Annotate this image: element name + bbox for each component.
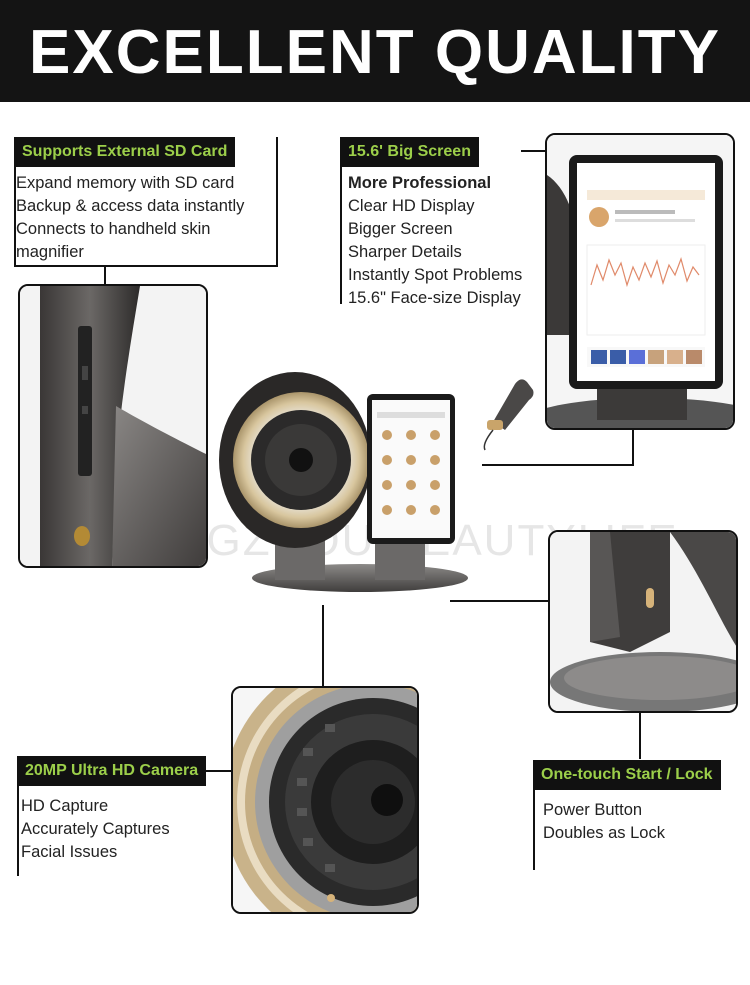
page-title: EXCELLENT QUALITY — [29, 18, 721, 87]
callout-line — [639, 711, 641, 759]
sd-slot-photo — [18, 284, 208, 568]
power-tag: One-touch Start / Lock — [533, 760, 721, 790]
camera-line: Facial Issues — [21, 843, 118, 861]
big-screen-line: Bigger Screen — [348, 220, 453, 238]
big-screen-line: Clear HD Display — [348, 197, 475, 215]
callout-line — [14, 137, 16, 267]
big-screen-description: More Professional Clear HD Display Bigge… — [348, 172, 522, 310]
skin-analyzer-device — [219, 372, 534, 592]
callout-line — [198, 770, 232, 772]
sd-slot-illustration — [20, 286, 206, 566]
callout-line — [104, 265, 106, 287]
big-screen-line: 15.6" Face-size Display — [348, 289, 521, 307]
big-screen-photo — [545, 133, 735, 430]
power-button-photo — [548, 530, 738, 713]
sd-card-description: Expand memory with SD card Backup & acce… — [16, 172, 244, 264]
callout-line — [17, 756, 19, 876]
power-line: Doubles as Lock — [543, 824, 665, 842]
callout-line — [482, 464, 634, 466]
callout-line — [632, 428, 634, 466]
camera-illustration — [233, 688, 417, 912]
sd-card-line: Connects to handheld skin — [16, 220, 211, 238]
sd-card-tag: Supports External SD Card — [14, 137, 236, 167]
tablet-illustration — [547, 135, 733, 428]
big-screen-line: Instantly Spot Problems — [348, 266, 523, 284]
big-screen-tag: 15.6' Big Screen — [340, 137, 479, 167]
callout-line — [450, 600, 550, 602]
callout-line — [322, 605, 324, 687]
power-line: Power Button — [543, 801, 643, 819]
camera-line: HD Capture — [21, 797, 109, 815]
callout-line — [340, 137, 342, 304]
sd-card-line: magnifier — [16, 243, 84, 261]
power-description: Power Button Doubles as Lock — [543, 799, 665, 845]
callout-line — [521, 150, 547, 152]
button-icon — [74, 526, 90, 546]
camera-description: HD Capture Accurately Captures Facial Is… — [21, 795, 170, 864]
camera-tag: 20MP Ultra HD Camera — [17, 756, 207, 786]
camera-line: Accurately Captures — [21, 820, 170, 838]
camera-photo — [231, 686, 419, 914]
big-screen-line: Sharper Details — [348, 243, 462, 261]
sd-card-line: Backup & access data instantly — [16, 197, 245, 215]
power-button-icon — [646, 588, 654, 608]
callout-line — [14, 265, 278, 267]
power-button-illustration — [550, 532, 736, 711]
callout-line — [276, 137, 278, 267]
callout-line — [533, 760, 535, 870]
sd-card-line: Expand memory with SD card — [16, 174, 235, 192]
header-banner: EXCELLENT QUALITY — [0, 0, 750, 102]
big-screen-heading: More Professional — [348, 174, 492, 192]
